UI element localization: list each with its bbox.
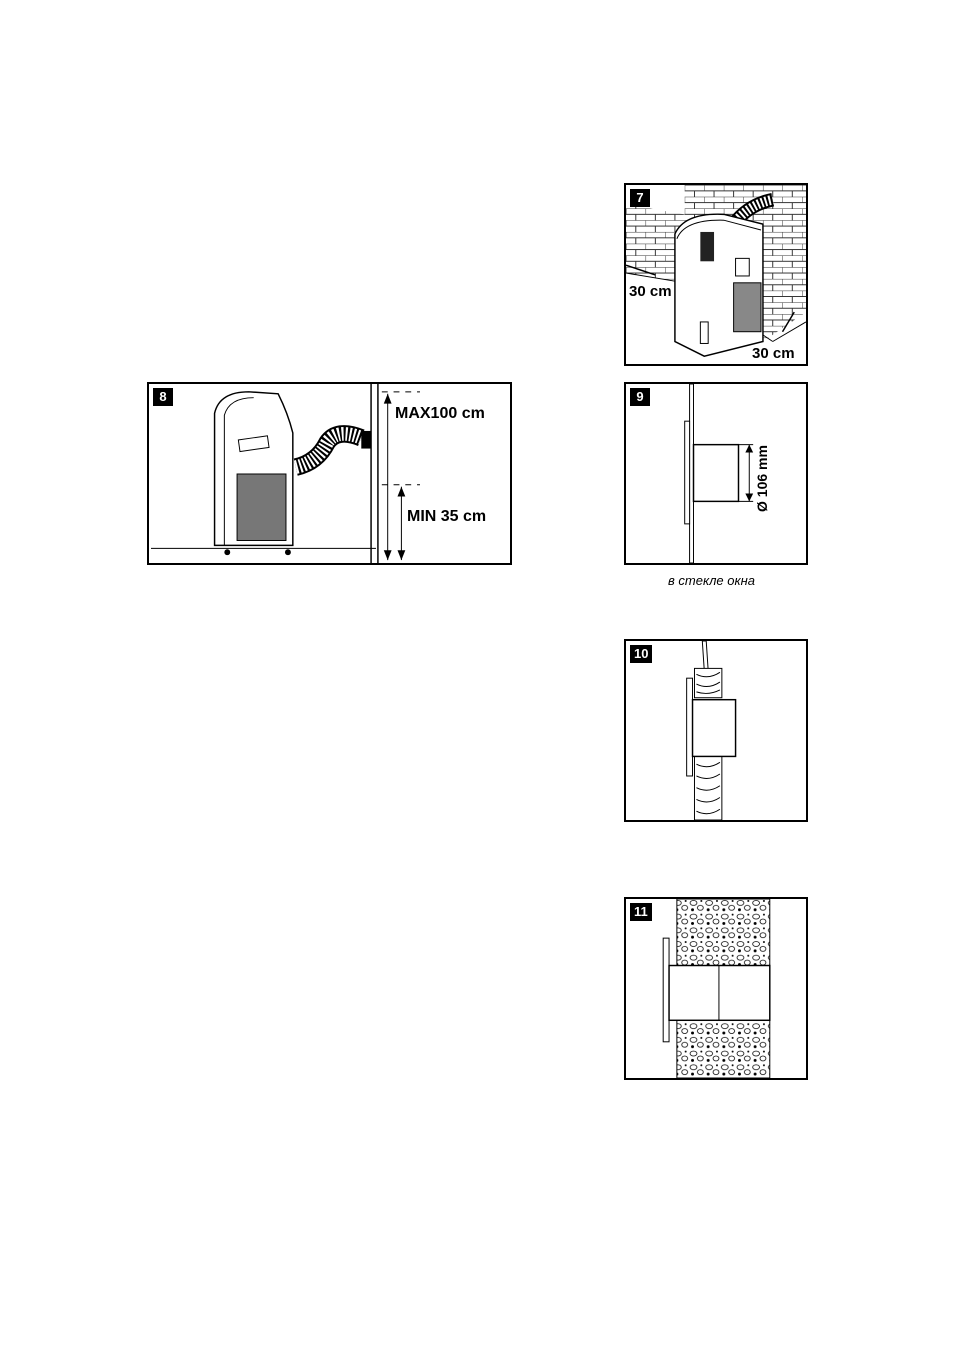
figure-8-number: 8 xyxy=(153,388,173,406)
figure-9: 9 Ø 106 mm xyxy=(624,382,808,565)
figure-10: 10 xyxy=(624,639,808,822)
figure-8: 8 MAX100 cm MIN 35 cm xyxy=(147,382,512,565)
figure-7-illustration xyxy=(626,185,806,364)
figure-7-number: 7 xyxy=(630,189,650,207)
figure-11-number: 11 xyxy=(630,903,652,921)
figure-9-number: 9 xyxy=(630,388,650,406)
figure-9-caption: в стекле окна xyxy=(668,573,755,588)
figure-9-label-diameter: Ø 106 mm xyxy=(754,445,770,512)
figure-7-label-left: 30 cm xyxy=(629,283,672,300)
figure-7-label-right: 30 cm xyxy=(752,345,795,362)
figure-9-illustration xyxy=(626,384,806,563)
figure-8-label-min: MIN 35 cm xyxy=(407,508,486,526)
figure-8-label-max: MAX100 cm xyxy=(395,405,485,423)
figure-11: 11 xyxy=(624,897,808,1080)
figure-11-illustration xyxy=(626,899,806,1078)
figure-10-illustration xyxy=(626,641,806,820)
figure-10-number: 10 xyxy=(630,645,652,663)
figure-7: 7 30 cm 30 cm xyxy=(624,183,808,366)
